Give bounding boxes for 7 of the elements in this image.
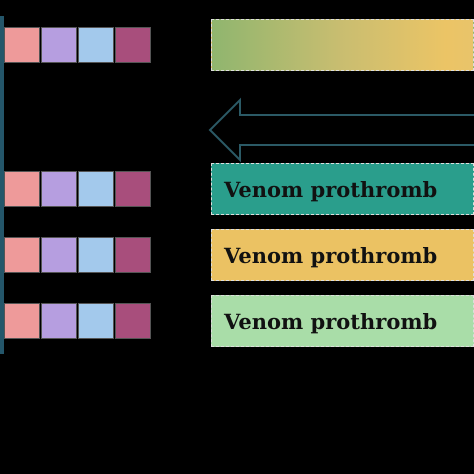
- box-label: Venom prothromb: [222, 308, 438, 334]
- label-box: [211, 295, 474, 347]
- box-label: Venom prothromb: [222, 242, 438, 268]
- label-box: [211, 229, 474, 281]
- gradient-bar: [211, 19, 474, 71]
- box-label: Venom prothromb: [222, 176, 438, 202]
- label-box: [211, 163, 474, 215]
